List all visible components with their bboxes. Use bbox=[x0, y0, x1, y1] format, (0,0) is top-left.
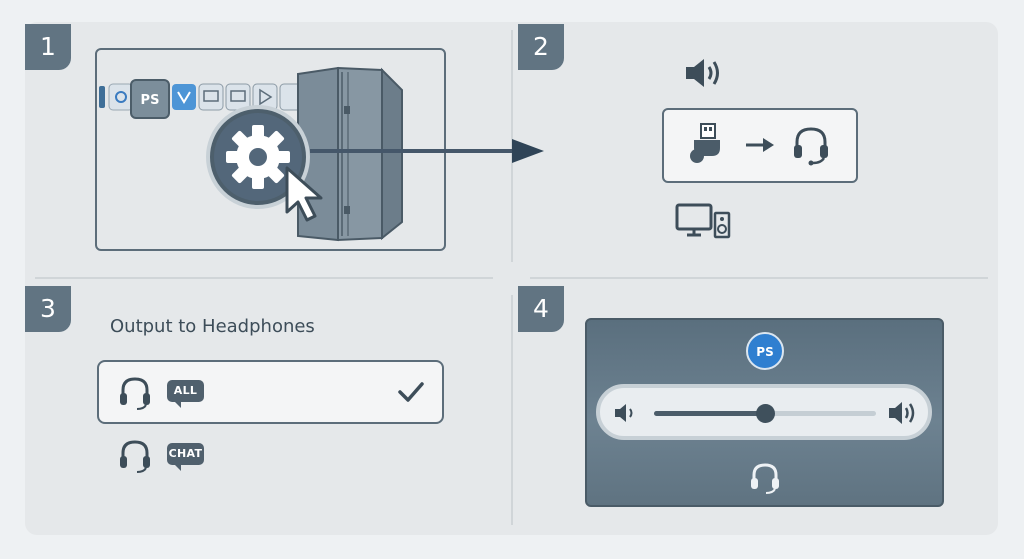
step-number-1: 1 bbox=[25, 24, 71, 70]
divider-vertical-bottom bbox=[511, 295, 513, 525]
speaker-icon bbox=[686, 59, 719, 87]
badge-all: ALL bbox=[167, 380, 204, 408]
usb-adapter-icon bbox=[690, 123, 720, 163]
divider-horizontal-right bbox=[530, 277, 988, 279]
option-all-row[interactable] bbox=[97, 360, 444, 424]
volume-high-icon bbox=[889, 402, 915, 424]
headset-icon bbox=[794, 127, 828, 166]
step-number-4: 4 bbox=[518, 286, 564, 332]
volume-fill bbox=[654, 411, 765, 416]
divider-horizontal-left bbox=[35, 277, 493, 279]
settings-gear-icon[interactable] bbox=[206, 105, 310, 209]
headset-icon bbox=[120, 377, 150, 410]
volume-slider-knob[interactable] bbox=[755, 404, 775, 423]
svg-text:PS: PS bbox=[141, 93, 160, 108]
badge-chat: CHAT bbox=[167, 443, 204, 471]
output-to-headphones-label: Output to Headphones bbox=[110, 316, 315, 337]
ps-menu-bar: PS bbox=[99, 79, 305, 119]
tv-speaker-icon bbox=[675, 203, 731, 239]
ps-menu-icon[interactable]: PS bbox=[99, 79, 305, 119]
headset-icon bbox=[120, 440, 150, 473]
volume-low-icon bbox=[615, 404, 633, 422]
volume-slider-pill[interactable] bbox=[596, 384, 932, 440]
ps-logo-icon: PS bbox=[746, 332, 784, 370]
step-number-2: 2 bbox=[518, 24, 564, 70]
headset-icon bbox=[751, 463, 779, 494]
arrow-right-icon bbox=[310, 139, 544, 163]
arrow-right-icon bbox=[746, 138, 774, 152]
step-number-3: 3 bbox=[25, 286, 71, 332]
cursor-arrow-icon bbox=[285, 166, 323, 222]
checkmark-icon bbox=[398, 382, 424, 402]
svg-text:PS: PS bbox=[756, 345, 773, 359]
